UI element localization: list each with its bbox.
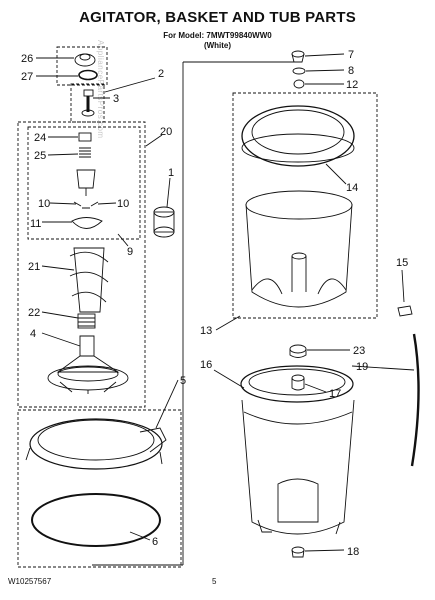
callout-3: 3 [113,93,119,105]
callout-26: 26 [21,53,33,65]
part-16-outer-tub [241,399,355,535]
group-box-basket [232,92,378,319]
callout-27: 27 [21,71,33,83]
callout-16: 16 [200,359,212,371]
part-12-hub-nut [293,79,305,89]
part-24-cam [78,132,92,142]
part-drive-post [76,169,96,189]
callout-1: 1 [168,167,174,179]
callout-14: 14 [346,182,358,194]
part-13-basket [245,203,353,308]
callout-10-right: 10 [117,198,129,210]
callout-20: 20 [160,126,172,138]
part-23-hub-seal [289,344,307,354]
color-line: (White) [203,41,232,50]
page-title: AGITATOR, BASKET AND TUB PARTS [79,9,356,26]
part-11-cam-cup [71,217,103,229]
model-line: For Model: 7MWT99840WW0 [163,31,272,40]
callout-22: 22 [28,307,40,319]
part-15-clip [397,305,413,317]
part-10-dogs [73,201,99,209]
group-box-inner-agitator [27,126,141,240]
part-17-tub-seal [291,374,305,382]
callout-19: 19 [356,361,368,373]
callout-10-left: 10 [38,198,50,210]
callout-2: 2 [158,68,164,80]
part-8-washer [292,67,306,75]
part-22-coupling [77,313,96,329]
callout-12: 12 [346,79,358,91]
part-27-seal [78,69,98,81]
group-box-cap [56,46,108,86]
callout-7: 7 [348,49,354,61]
part-18-tub-nut [291,546,305,554]
part-7-nut [291,50,305,58]
page-number: 5 [212,577,217,586]
group-box-agitator [17,121,146,408]
callout-24: 24 [34,132,46,144]
part-25-spring [79,147,91,158]
callout-4: 4 [30,328,36,340]
document-number: W10257567 [8,577,52,586]
callout-25: 25 [34,150,46,162]
callout-17: 17 [329,388,341,400]
callout-9: 9 [127,246,133,258]
part-16-tub-ring [240,365,354,403]
part-6-gasket [31,493,161,547]
part-5-balance-ring [29,418,163,470]
part-21-auger [73,247,105,313]
part-14-balance-ring-top [241,105,355,167]
callout-5: 5 [180,375,186,387]
callout-21: 21 [28,261,40,273]
callout-18: 18 [347,546,359,558]
group-box-bolt [70,83,105,123]
callout-6: 6 [152,536,158,548]
callout-11: 11 [30,218,41,230]
callout-8: 8 [348,65,354,77]
group-box-ring [17,409,182,568]
part-19-hose [410,333,420,467]
part-4-agitator-base [79,335,95,357]
part-3-bolt [83,89,94,97]
callout-15: 15 [396,257,408,269]
callout-13: 13 [200,325,212,337]
callout-23: 23 [353,345,365,357]
